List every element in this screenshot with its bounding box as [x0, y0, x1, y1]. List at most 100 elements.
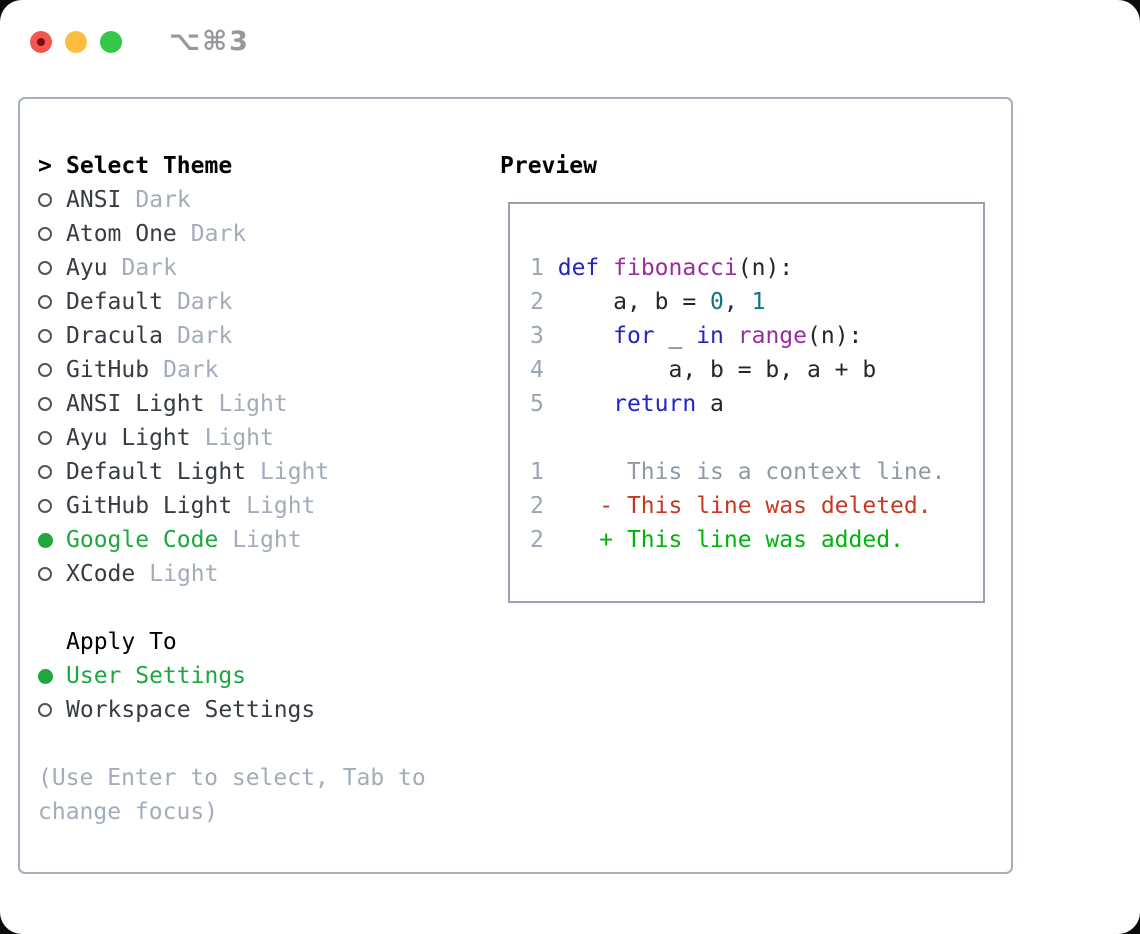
radio-cell	[38, 193, 66, 207]
theme-picker-header: > Select Theme	[38, 149, 470, 183]
code-token-pln: ,	[723, 289, 752, 315]
code-token-kwd: in	[696, 323, 724, 349]
theme-name: XCode	[66, 561, 136, 587]
radio-unselected-icon	[38, 329, 52, 343]
radio-unselected-icon	[38, 193, 52, 207]
code-token-kwd: for	[613, 323, 655, 349]
theme-variant-tag: Dark	[176, 323, 233, 349]
code-token-pln	[558, 323, 613, 349]
theme-name: Default Light	[66, 459, 247, 485]
theme-name: ANSI	[66, 187, 122, 213]
line-number: 3	[530, 323, 544, 349]
line-number: 4	[530, 357, 544, 383]
radio-unselected-icon	[38, 261, 52, 275]
code-token-pln: _	[654, 323, 697, 349]
theme-option-ansi[interactable]: ANSI Dark	[38, 183, 470, 217]
preview-diff-line: 2 - This line was deleted.	[530, 489, 983, 523]
apply-to-option-user-settings[interactable]: User Settings	[38, 659, 470, 693]
theme-option-github-light[interactable]: GitHub Light Light	[38, 489, 470, 523]
code-token-del: - This line was deleted.	[557, 493, 932, 519]
code-token-kwd: return	[613, 391, 697, 417]
minimize-button[interactable]	[65, 30, 87, 53]
theme-variant-tag: Dark	[163, 357, 219, 383]
preview-diff-line: 2 + This line was added.	[530, 523, 983, 557]
radio-unselected-icon	[38, 703, 52, 717]
theme-variant-tag: Light	[204, 425, 274, 451]
theme-option-default-light[interactable]: Default Light Light	[38, 455, 470, 489]
radio-unselected-icon	[38, 363, 52, 377]
theme-name: Default	[66, 289, 163, 315]
theme-option-atom-one[interactable]: Atom One Dark	[38, 217, 470, 251]
preview-title: Preview	[500, 153, 597, 179]
line-number: 1	[530, 255, 544, 281]
prompt-caret-icon: >	[38, 153, 52, 179]
code-token-pln	[599, 255, 613, 281]
radio-unselected-icon	[38, 295, 52, 309]
radio-cell	[38, 397, 66, 411]
apply-to-header: Apply To	[38, 625, 470, 659]
radio-cell	[38, 567, 66, 581]
preview-code-line: 5 return a	[530, 387, 983, 421]
theme-variant-tag: Light	[149, 561, 219, 587]
code-token-ctx: This is a context line.	[557, 459, 946, 485]
code-token-pln: (n):	[737, 255, 794, 281]
code-token-lit: 0	[710, 289, 724, 315]
close-button[interactable]	[30, 30, 52, 53]
theme-name: GitHub Light	[66, 493, 233, 519]
radio-unselected-icon	[38, 499, 52, 513]
radio-unselected-icon	[38, 227, 52, 241]
theme-name: Ayu	[66, 255, 108, 281]
radio-cell	[38, 465, 66, 479]
code-token-pln	[558, 391, 613, 417]
titlebar: ⌥⌘3	[30, 26, 250, 57]
code-token-pln	[724, 323, 738, 349]
code-token-kwd: def	[557, 255, 600, 281]
theme-name: Ayu Light	[66, 425, 191, 451]
preview-blank-line	[530, 421, 983, 455]
code-token-lit: 1	[751, 289, 766, 315]
apply-to-option-workspace-settings[interactable]: Workspace Settings	[38, 693, 470, 727]
line-number: 5	[530, 391, 544, 417]
theme-variant-tag: Light	[246, 493, 316, 519]
theme-variant-tag: Dark	[135, 187, 191, 213]
theme-name: ANSI Light	[66, 391, 205, 417]
code-token-add: + This line was added.	[557, 527, 904, 553]
apply-to-option-label: User Settings	[66, 663, 247, 689]
preview-diff-block: 1 This is a context line. 2 - This line w…	[530, 455, 983, 557]
line-number: 2	[530, 289, 544, 315]
line-number: 1	[530, 459, 544, 485]
radio-cell	[38, 668, 66, 684]
preview-code-line: 1 def fibonacci(n):	[530, 251, 983, 285]
radio-cell	[38, 499, 66, 513]
theme-option-ayu-light[interactable]: Ayu Light Light	[38, 421, 470, 455]
code-token-pln: (n):	[807, 323, 863, 349]
apply-to-option-label: Workspace Settings	[66, 697, 316, 723]
theme-option-xcode[interactable]: XCode Light	[38, 557, 470, 591]
preview-code-line: 4 a, b = b, a + b	[530, 353, 983, 387]
theme-variant-tag: Light	[260, 459, 330, 485]
radio-cell	[38, 703, 66, 717]
zoom-button[interactable]	[100, 30, 122, 53]
spacer	[38, 727, 470, 761]
theme-variant-tag: Dark	[190, 221, 247, 247]
radio-cell	[38, 261, 66, 275]
radio-unselected-icon	[38, 567, 52, 581]
window-title: ⌥⌘3	[169, 26, 250, 57]
theme-name: Atom One	[66, 221, 177, 247]
line-number: 2	[530, 527, 544, 553]
theme-variant-tag: Dark	[121, 255, 177, 281]
theme-option-ayu[interactable]: Ayu Dark	[38, 251, 470, 285]
code-token-typ: fibonacci	[613, 255, 738, 281]
radio-unselected-icon	[38, 397, 52, 411]
radio-selected-icon	[38, 668, 53, 684]
